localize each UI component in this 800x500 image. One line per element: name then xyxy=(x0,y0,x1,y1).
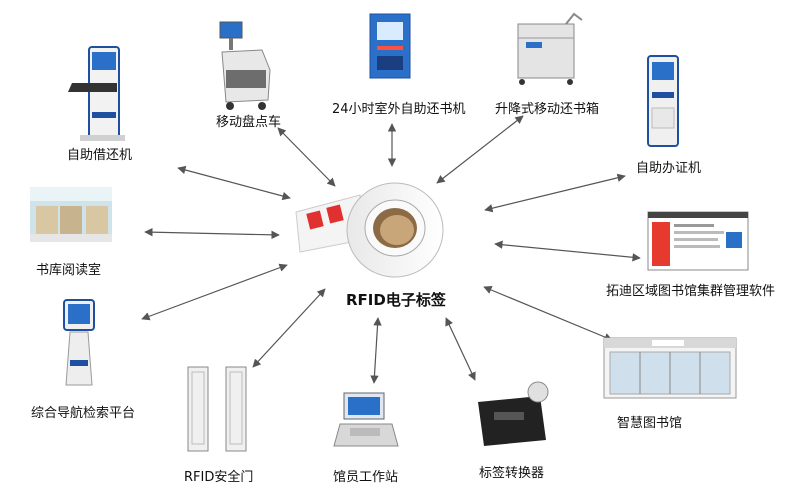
label-workstation: 馆员工作站 xyxy=(333,470,399,485)
arrow-security-gate xyxy=(252,288,326,368)
label-card-machine: 自助办证机 xyxy=(636,161,702,176)
reading-room-image xyxy=(30,187,112,242)
arrow-workstation xyxy=(370,317,382,384)
mobile-cart-image xyxy=(219,21,271,110)
arrow-nav-platform xyxy=(141,263,288,321)
smart-library-image xyxy=(603,337,737,399)
arrow-reading-room xyxy=(144,227,280,240)
card-machine-image xyxy=(647,55,679,147)
label-24h-return: 24小时室外自助还书机 xyxy=(332,102,466,117)
label-self-checkout: 自助借还机 xyxy=(67,148,133,163)
connector-arrows xyxy=(141,115,641,384)
label-lift-box: 升降式移动还书箱 xyxy=(495,102,600,117)
self-checkout-kiosk-image xyxy=(68,46,125,141)
label-converter-image xyxy=(478,381,549,446)
label-mobile-cart: 移动盘点车 xyxy=(216,115,282,130)
label-security-gate: RFID安全门 xyxy=(184,470,254,485)
arrow-mobile-cart xyxy=(277,127,336,187)
navigation-kiosk-image xyxy=(63,299,95,386)
label-software: 拓迪区域图书馆集群管理软件 xyxy=(606,284,776,299)
rfid-tag-roll xyxy=(295,182,444,278)
label-reading-room: 书库阅读室 xyxy=(36,263,102,278)
arrow-label-converter xyxy=(445,317,476,381)
workstation-image xyxy=(333,392,399,447)
label-smart-library: 智慧图书馆 xyxy=(617,416,683,431)
arrow-software xyxy=(494,240,641,262)
arrow-lift-box xyxy=(436,115,524,184)
label-label-converter: 标签转换器 xyxy=(479,466,545,481)
security-gate-image xyxy=(187,366,247,452)
label-nav-platform: 综合导航检索平台 xyxy=(31,406,136,421)
software-screenshot-image xyxy=(647,211,749,271)
lift-return-box-image xyxy=(517,12,583,85)
arrow-smart-library xyxy=(483,286,613,341)
arrow-card-machine xyxy=(484,173,626,213)
arrow-self-checkout xyxy=(177,165,291,201)
center-label-rfid-tag: RFID电子标签 xyxy=(346,291,446,309)
24h-return-machine-image xyxy=(369,13,411,79)
